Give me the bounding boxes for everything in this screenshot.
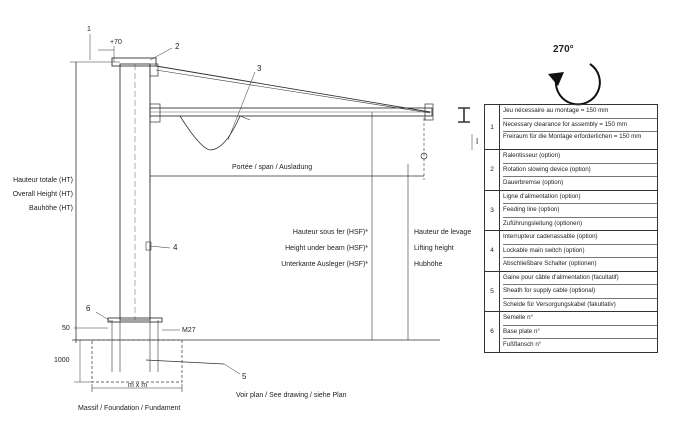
overall-height-fr: Hauteur totale (HT) <box>13 177 73 184</box>
legend-number: 6 <box>484 311 500 353</box>
overall-height-en: Overall Height (HT) <box>12 191 73 198</box>
dim-foundation-size: m x m <box>128 382 148 389</box>
dim-base-50: 50 <box>62 325 70 332</box>
span-label: Portée / span / Ausladung <box>232 164 313 171</box>
lifting-height-de: Hubhöhe <box>414 261 443 268</box>
legend-number: 3 <box>484 189 500 231</box>
callout-2: 2 <box>175 42 180 51</box>
legend-line: Dauerbremse (option) <box>503 179 564 186</box>
beam-symbol-label: I <box>476 137 479 146</box>
legend-line: Abschließbare Schalter (optionen) <box>503 260 597 267</box>
dim-foundation-depth: 1000 <box>54 357 70 364</box>
legend-text: Interrupteur cadenassable (option)Lockab… <box>499 230 658 272</box>
hsf-de: Unterkante Ausleger (HSF)* <box>281 261 368 268</box>
legend-text: Ralentisseur (option)Rotation slowing de… <box>499 149 658 191</box>
anchor-m27: M27 <box>182 327 196 334</box>
hsf-fr: Hauteur sous fer (HSF)* <box>292 229 368 236</box>
hook <box>420 152 428 160</box>
legend-line: Gaine pour câble d'alimentation (faculta… <box>503 272 657 285</box>
legend-line: Ralentisseur (option) <box>503 150 657 164</box>
rotation-270-icon <box>548 63 601 106</box>
legend-line: Feeding line (option) <box>503 204 657 218</box>
legend-line: Lockable main switch (option) <box>503 245 657 258</box>
legend-number: 4 <box>484 230 500 272</box>
legend-number: 1 <box>484 104 500 150</box>
callout-4: 4 <box>173 243 178 252</box>
legend-line: Sheath for supply cable (optional) <box>503 285 657 299</box>
legend-line: Base plate n° <box>503 326 657 339</box>
callout-6: 6 <box>86 304 91 313</box>
base-plate <box>107 317 163 323</box>
beam-section-symbol <box>458 107 470 123</box>
cable-sheath <box>145 359 225 365</box>
foundation-label: Massif / Foundation / Fundament <box>78 405 181 412</box>
feeding-line <box>179 115 241 151</box>
legend-text: Semelle n°Base plate n° Fußflansch n° <box>499 311 658 353</box>
legend-line: Fußflansch n° <box>503 341 542 348</box>
legend-line: Necessary clearance for assembly = 150 m… <box>503 119 657 132</box>
legend-line: Ligne d'alimentation (option) <box>503 191 657 204</box>
callout-5: 5 <box>242 372 247 381</box>
legend-line: Interrupteur cadenassable (option) <box>503 231 657 245</box>
overall-height-de: Bauhöhe (HT) <box>29 205 73 212</box>
see-plan-label: Voir plan / See drawing / siehe Plan <box>236 392 347 399</box>
tie-rod <box>155 65 431 113</box>
lifting-height-en: Lifting height <box>414 245 454 252</box>
legend-number: 2 <box>484 149 500 191</box>
legend-line: Rotation slowing device (option) <box>503 164 657 177</box>
dim-offset-70: +70 <box>110 39 122 46</box>
legend-number: 5 <box>484 270 500 312</box>
legend-line: Semelle n° <box>503 312 657 326</box>
legend-line: Zuführungsleitung (optionen) <box>503 219 583 227</box>
legend-line: Jeu nécessaire au montage = 150 mm <box>503 105 657 119</box>
legend-line: Freiraum für die Montage erforderlichen … <box>503 133 642 140</box>
legend-text: Ligne d'alimentation (option)Feeding lin… <box>499 189 658 231</box>
lifting-height-fr: Hauteur de levage <box>414 229 472 236</box>
legend-text: Gaine pour câble d'alimentation (faculta… <box>499 270 658 312</box>
foundation <box>91 339 183 383</box>
callout-3: 3 <box>257 64 262 73</box>
legend-line: Scheide für Versorgungskabel (fakultativ… <box>503 300 616 308</box>
rotation-label: 270° <box>553 44 574 55</box>
hsf-en: Height under beam (HSF)* <box>285 245 368 252</box>
dim-gap-1: 1 <box>87 26 91 33</box>
column-cap <box>111 57 157 67</box>
